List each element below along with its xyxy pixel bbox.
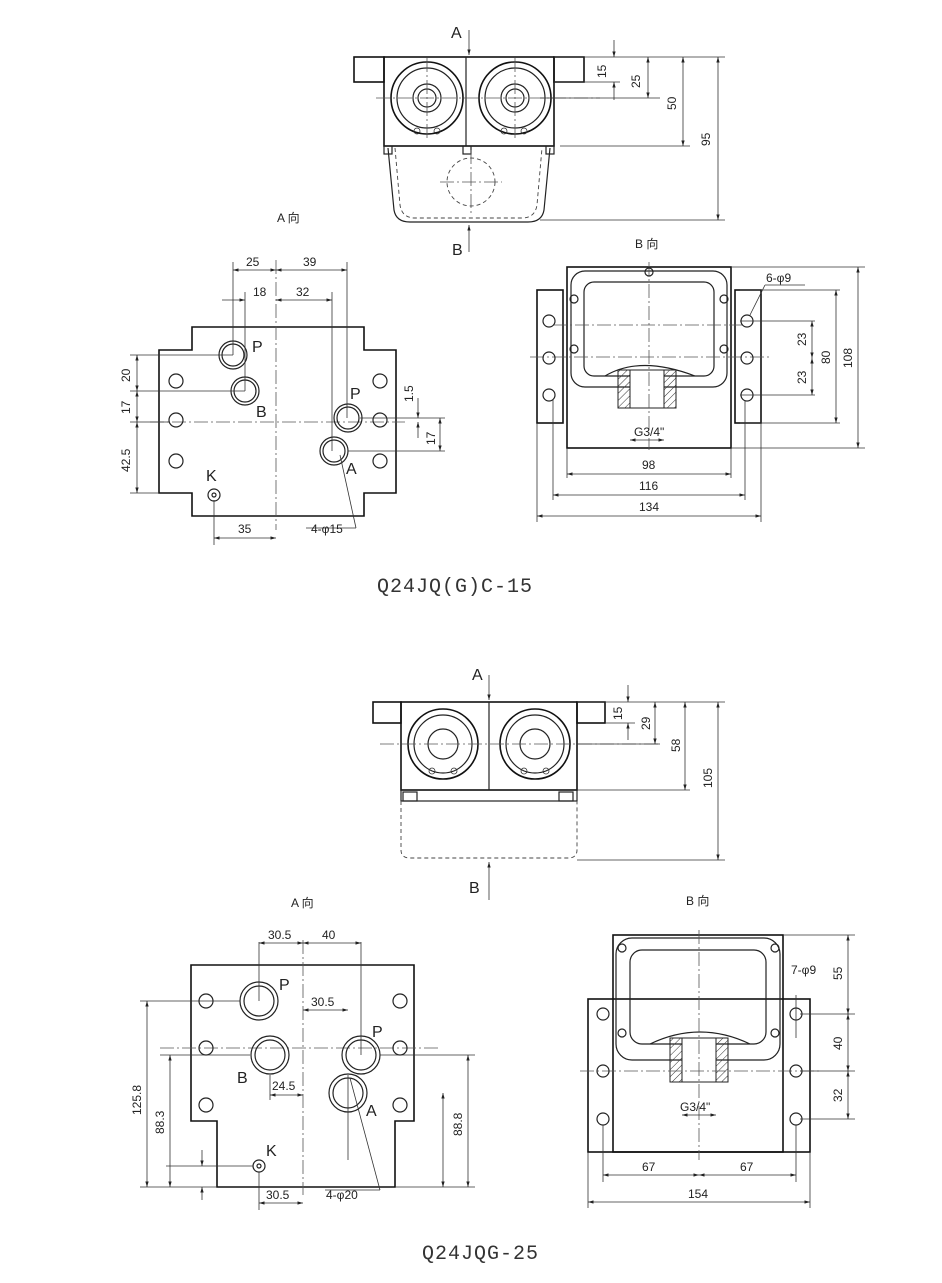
d1-front-dim-25: 25 bbox=[629, 74, 643, 88]
d2-a-dim-40: 40 bbox=[322, 928, 336, 942]
d1-a-dim-17a: 17 bbox=[119, 400, 133, 414]
d1-b-dim-98: 98 bbox=[642, 458, 656, 472]
d1-a-dim-39: 39 bbox=[303, 255, 317, 269]
d2-b-dim-67b: 67 bbox=[740, 1160, 754, 1174]
d2-arrow-a-label: A bbox=[472, 667, 483, 684]
d2-front-view bbox=[372, 675, 725, 900]
d1-a-dim-42-5: 42.5 bbox=[119, 448, 133, 472]
d1-b-dim-23a: 23 bbox=[795, 332, 809, 346]
d2-a-dim-24-5: 24.5 bbox=[272, 1079, 296, 1093]
d1-view-a-title: A 向 bbox=[277, 210, 300, 225]
d1-port-k: K bbox=[206, 468, 217, 485]
d2-a-dim-30-5c: 30.5 bbox=[266, 1188, 290, 1202]
d2-b-thread: G3/4" bbox=[680, 1100, 710, 1114]
d1-front-dim-50: 50 bbox=[665, 96, 679, 110]
d2-a-dim-88-8: 88.8 bbox=[451, 1112, 465, 1136]
d2-port-p1: P bbox=[279, 977, 290, 994]
d2-a-dim-30-5a: 30.5 bbox=[268, 928, 292, 942]
d1-view-b bbox=[530, 262, 865, 522]
d1-front-dim-95: 95 bbox=[699, 132, 713, 146]
d2-port-k: K bbox=[266, 1143, 277, 1160]
d1-a-dim-25: 25 bbox=[246, 255, 260, 269]
d2-front-dim-29: 29 bbox=[639, 716, 653, 730]
d2-view-b bbox=[580, 930, 855, 1208]
d2-b-dim-154: 154 bbox=[688, 1187, 708, 1201]
d2-arrow-b-label: B bbox=[469, 880, 480, 897]
d1-b-dim-108: 108 bbox=[841, 348, 855, 368]
d1-front-dim-15: 15 bbox=[595, 64, 609, 78]
d2-port-p2: P bbox=[372, 1024, 383, 1041]
d2-b-dim-67a: 67 bbox=[642, 1160, 656, 1174]
d2-front-dim-105: 105 bbox=[701, 768, 715, 788]
d2-a-dim-88-3: 88.3 bbox=[153, 1110, 167, 1134]
d2-port-b: B bbox=[237, 1070, 248, 1087]
d1-a-dim-1-5: 1.5 bbox=[402, 385, 416, 402]
d1-caption: Q24JQ(G)C-15 bbox=[377, 576, 533, 599]
d1-port-p1: P bbox=[252, 339, 263, 356]
d1-a-dim-35: 35 bbox=[238, 522, 252, 536]
d2-a-dim-125-8: 125.8 bbox=[130, 1085, 144, 1115]
d1-view-a bbox=[130, 260, 445, 545]
d1-a-holes: 4-φ15 bbox=[311, 522, 343, 536]
d1-port-b: B bbox=[256, 404, 267, 421]
d2-a-dim-30-5b: 30.5 bbox=[311, 995, 335, 1009]
d1-view-b-title: B 向 bbox=[635, 236, 658, 251]
d2-view-b-title: B 向 bbox=[686, 893, 709, 908]
d1-b-dim-23b: 23 bbox=[795, 370, 809, 384]
d1-b-dim-134: 134 bbox=[639, 500, 659, 514]
d1-b-holes: 6-φ9 bbox=[766, 271, 791, 285]
d2-front-dim-15: 15 bbox=[611, 706, 625, 720]
d1-a-dim-20: 20 bbox=[119, 368, 133, 382]
d2-port-a: A bbox=[366, 1103, 377, 1120]
d2-view-a bbox=[140, 940, 475, 1210]
d2-a-holes: 4-φ20 bbox=[326, 1188, 358, 1202]
d1-port-p2: P bbox=[350, 386, 361, 403]
d1-a-dim-18: 18 bbox=[253, 285, 267, 299]
d1-b-thread: G3/4" bbox=[634, 425, 664, 439]
d1-front-view bbox=[353, 30, 725, 252]
d1-arrow-b-label: B bbox=[452, 242, 463, 259]
d2-b-dim-55: 55 bbox=[831, 966, 845, 980]
d1-port-a: A bbox=[346, 461, 357, 478]
d1-a-dim-32: 32 bbox=[296, 285, 310, 299]
d2-front-dim-58: 58 bbox=[669, 738, 683, 752]
d2-b-dim-40: 40 bbox=[831, 1036, 845, 1050]
d1-arrow-a-label: A bbox=[451, 25, 462, 42]
d2-b-holes: 7-φ9 bbox=[791, 963, 816, 977]
d2-b-dim-32: 32 bbox=[831, 1088, 845, 1102]
d1-b-dim-116: 116 bbox=[639, 479, 658, 493]
d1-a-dim-17b: 17 bbox=[424, 431, 438, 445]
d2-caption: Q24JQG-25 bbox=[422, 1243, 539, 1266]
d2-view-a-title: A 向 bbox=[291, 895, 314, 910]
d1-b-dim-80: 80 bbox=[819, 350, 833, 364]
